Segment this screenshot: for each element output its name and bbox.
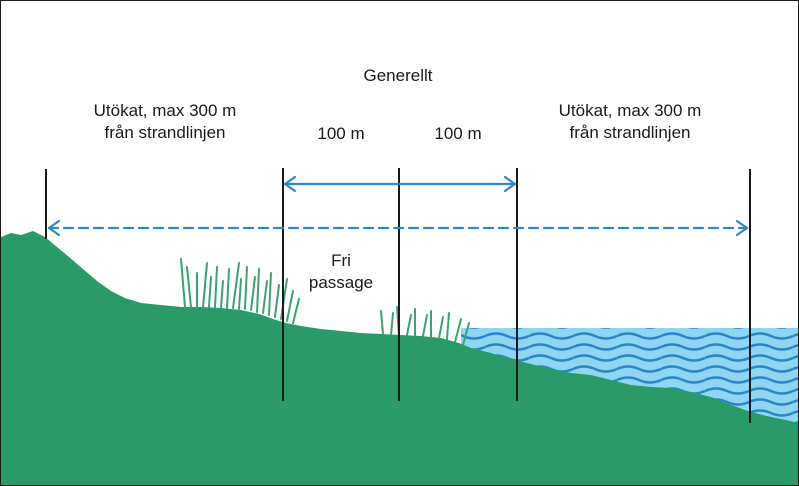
grass-tuft-upper (180, 258, 300, 324)
label-extended-left-line2: från strandlinjen (104, 123, 226, 142)
label-free-passage-line2: passage (308, 273, 374, 292)
label-zone-right-text: 100 m (434, 124, 482, 143)
label-free-passage-line1: Fri (331, 251, 351, 270)
label-general-text: Generellt (363, 66, 433, 85)
label-zone-left: 100 m (301, 123, 381, 145)
label-general: Generellt (332, 65, 464, 87)
label-extended-left: Utökat, max 300 m från strandlinjen (67, 100, 263, 144)
label-extended-right-line2: från strandlinjen (569, 123, 691, 142)
label-extended-right: Utökat, max 300 m från strandlinjen (532, 100, 728, 144)
label-extended-left-line1: Utökat, max 300 m (93, 101, 237, 120)
general-zone-arrow (283, 175, 517, 193)
grass-tuft-lower (380, 306, 470, 346)
label-zone-left-text: 100 m (317, 124, 365, 143)
label-extended-right-line1: Utökat, max 300 m (558, 101, 702, 120)
label-zone-right: 100 m (418, 123, 498, 145)
extended-zone-arrow (47, 219, 749, 237)
label-free-passage: Fri passage (301, 250, 381, 294)
